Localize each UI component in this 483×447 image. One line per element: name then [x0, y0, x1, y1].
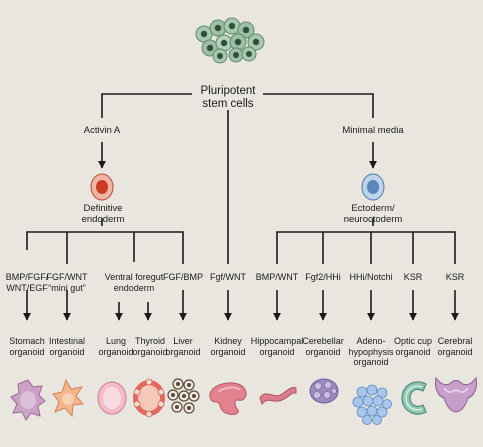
hippocampal-organoid-icon — [259, 387, 297, 406]
factor-ksr-optic: KSR — [403, 272, 423, 282]
ventral-foregut-endoderm-label: Ventral foregut endoderm — [104, 272, 164, 293]
factor-hhi-notchi: HHi/Notchi — [349, 272, 393, 282]
factor-bmp-wnt: BMP/WNT — [255, 272, 299, 282]
fgf-wnt-label: Fgf/WNT — [210, 272, 246, 282]
liver-organoid-icon — [167, 378, 200, 414]
endoderm-cell-icon — [90, 173, 114, 201]
thyroid-organoid-label: Thyroid organoid — [132, 336, 168, 357]
optic-cup-organoid-icon — [401, 381, 427, 415]
liver-organoid-label: Liver organoid — [165, 336, 201, 357]
minimal-media-label: Minimal media — [342, 125, 404, 136]
kidney-organoid-icon — [209, 382, 247, 415]
intestinal-organoid-icon — [52, 378, 84, 418]
stomach-organoid-label: Stomach organoid — [9, 336, 45, 357]
definitive-endoderm-label: Definitive endoderm — [81, 203, 125, 225]
cerebellar-organoid-icon — [309, 378, 339, 404]
optic-cup-organoid-label: Optic cup organoid — [393, 336, 433, 357]
stomach-organoid-icon — [10, 379, 46, 421]
intestinal-organoid-label: Intestinal organoid — [48, 336, 86, 357]
cerebellar-organoid-label: Cerebellar organoid — [302, 336, 344, 357]
ectoderm-neuroctoderm-label: Ectoderm/ neuroctoderm — [343, 203, 403, 225]
adenohypophysis-organoid-icon — [352, 384, 392, 425]
stem-cell-cluster-icon — [195, 17, 265, 64]
pluripotent-stem-cells-label: Pluripotent stem cells — [200, 85, 256, 110]
kidney-organoid-label: Kidney organoid — [210, 336, 246, 357]
cerebral-organoid-icon — [435, 376, 477, 413]
hippocampal-organoid-label: Hippocampal organoid — [250, 336, 304, 357]
factor-fgf2-hhi: Fgf2/HHi — [305, 272, 341, 282]
lung-organoid-icon — [97, 381, 127, 415]
factor-bmp-fgf-wnt-egf: BMP/FGF/ WNT/EGF — [5, 272, 49, 293]
factor-fgf-wnt-mini-gut: FGF/WNT “mini gut” — [46, 272, 88, 293]
cerebral-organoid-label: Cerebral organoid — [437, 336, 473, 357]
adenohypophysis-organoid-label: Adeno- hypophysis organoid — [348, 336, 394, 367]
activin-a-label: Activin A — [83, 125, 121, 136]
factor-ksr-cerebral: KSR — [445, 272, 465, 282]
lung-organoid-label: Lung organoid — [98, 336, 134, 357]
ectoderm-cell-icon — [361, 173, 385, 201]
factor-fgf-bmp: FGF/BMP — [163, 272, 203, 282]
thyroid-organoid-icon — [133, 378, 165, 418]
